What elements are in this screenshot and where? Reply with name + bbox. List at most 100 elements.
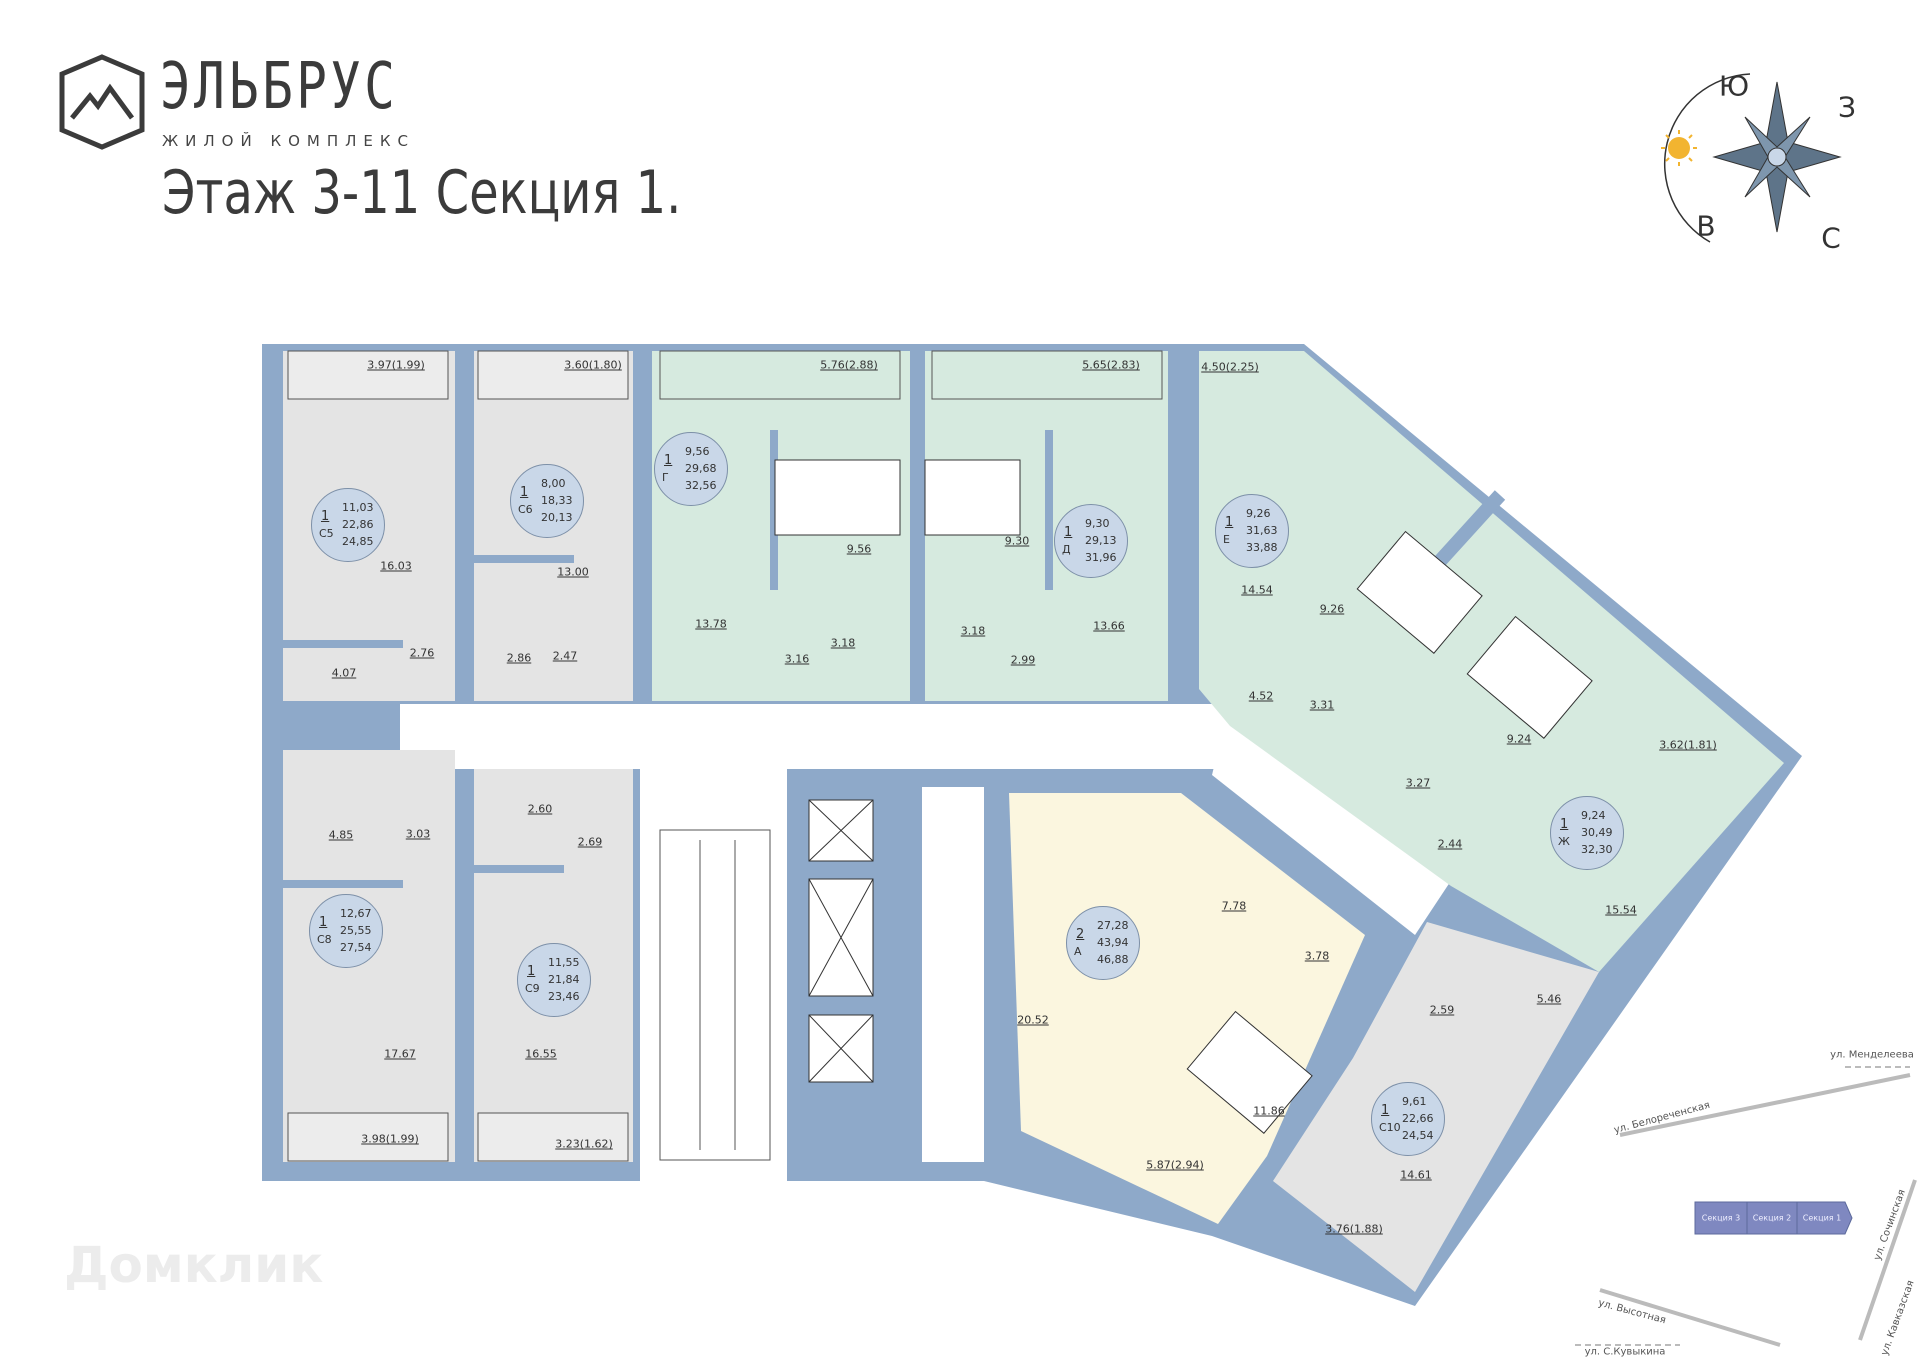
stairwell: [640, 769, 787, 1181]
living-area: 27,28: [1097, 919, 1129, 932]
room-area: 16.55: [525, 1047, 557, 1061]
total-area-with-balcony: 33,88: [1246, 541, 1278, 554]
compass-north-label: С: [1821, 221, 1841, 255]
balcony-area: 3.76(1.88): [1325, 1222, 1383, 1236]
lift-shaft: [808, 799, 874, 1083]
section-3-label: Секция 3: [1701, 1213, 1741, 1223]
apartment-letter: Д: [1062, 543, 1071, 556]
room-area: 9.30: [1004, 534, 1030, 548]
apartment-rooms: 1: [527, 964, 536, 979]
living-area: 9,30: [1085, 517, 1110, 530]
room-area: 3.16: [784, 652, 810, 666]
room-area: 9.26: [1319, 602, 1345, 616]
total-area-with-balcony: 32,56: [685, 479, 717, 492]
total-area-with-balcony: 32,30: [1581, 843, 1613, 856]
total-area-with-balcony: 24,85: [342, 535, 374, 548]
room-area: 2.76: [409, 646, 435, 660]
room-area: 3.18: [960, 624, 986, 638]
street-label: ул. С.Кувыкина: [1584, 1346, 1666, 1358]
room-area: 2.99: [1010, 653, 1036, 667]
apartment-rooms: 1: [1064, 525, 1073, 540]
corridor-diagonal: [1212, 701, 1464, 935]
balcony-area: 3.97(1.99): [367, 358, 425, 372]
total-area: 22,86: [342, 518, 374, 531]
total-area: 21,84: [548, 973, 580, 986]
logo-subtitle: ЖИЛОЙ КОМПЛЕКС: [162, 132, 416, 150]
total-area: 29,68: [685, 462, 717, 475]
room-area: 9.56: [846, 542, 872, 556]
room-area: 2.69: [577, 835, 603, 849]
apartment-rooms: 1: [1381, 1103, 1390, 1118]
living-area: 9,61: [1402, 1095, 1427, 1108]
total-area: 43,94: [1097, 936, 1129, 949]
room-area: 13.66: [1093, 619, 1125, 633]
room-area: 15.54: [1605, 903, 1637, 917]
compass-west-label: З: [1838, 90, 1856, 124]
room-area: 3.31: [1309, 698, 1335, 712]
total-area: 25,55: [340, 924, 372, 937]
apartment-rooms: 1: [321, 509, 330, 524]
room-area: 4.52: [1248, 689, 1274, 703]
total-area: 29,13: [1085, 534, 1117, 547]
room-area: 2.60: [527, 802, 553, 816]
total-area-with-balcony: 46,88: [1097, 953, 1129, 966]
balcony-area: 5.87(2.94): [1146, 1158, 1204, 1172]
total-area-with-balcony: 31,96: [1085, 551, 1117, 564]
room-area: 3.18: [830, 636, 856, 650]
balcony-area: 3.60(1.80): [564, 358, 622, 372]
living-area: 9,24: [1581, 809, 1606, 822]
apartment-letter: Е: [1223, 533, 1230, 546]
compass-south-label: Ю: [1718, 69, 1750, 103]
total-area: 30,49: [1581, 826, 1613, 839]
living-area: 11,55: [548, 956, 580, 969]
apartment-letter: А: [1074, 945, 1082, 958]
living-area: 11,03: [342, 501, 374, 514]
room-area: 3.78: [1304, 949, 1330, 963]
balcony-area: 3.23(1.62): [555, 1137, 613, 1151]
room-area: 2.44: [1437, 837, 1463, 851]
corridor: [400, 704, 1230, 769]
balcony-area: 3.62(1.81): [1659, 738, 1717, 752]
floor-title: Этаж 3-11 Секция 1.: [162, 158, 682, 228]
apartment-rooms: 1: [319, 915, 328, 930]
room-area: 3.27: [1405, 776, 1431, 790]
balcony-area: 5.65(2.83): [1082, 358, 1140, 372]
total-area: 31,63: [1246, 524, 1278, 537]
apartment-rooms: 1: [664, 453, 673, 468]
living-area: 12,67: [340, 907, 372, 920]
compass-east-label: В: [1696, 209, 1716, 243]
room-area: 20.52: [1017, 1013, 1049, 1027]
room-area: 2.47: [552, 649, 578, 663]
total-area-with-balcony: 23,46: [548, 990, 580, 1003]
lift-hall: [922, 787, 984, 1162]
logo-title: ЭЛЬБРУС: [160, 50, 399, 124]
compass-rose-icon: [1661, 73, 1842, 243]
apartment-rooms: 1: [520, 485, 529, 500]
room-area: 7.78: [1221, 899, 1247, 913]
room-area: 9.24: [1506, 732, 1532, 746]
apartment-letter: С8: [317, 933, 332, 946]
room-area: 4.07: [331, 666, 357, 680]
room-area: 5.46: [1536, 992, 1562, 1006]
living-area: 8,00: [541, 477, 566, 490]
living-area: 9,56: [685, 445, 710, 458]
room-area: 13.78: [695, 617, 727, 631]
room-area: 17.67: [384, 1047, 416, 1061]
section-1-label: Секция 1: [1802, 1213, 1842, 1223]
apartment-rooms: 2: [1076, 927, 1085, 942]
balcony-area: 4.50(2.25): [1201, 360, 1259, 374]
watermark: Домклик: [64, 1236, 324, 1294]
room-area: 14.54: [1241, 583, 1273, 597]
total-area-with-balcony: 27,54: [340, 941, 372, 954]
